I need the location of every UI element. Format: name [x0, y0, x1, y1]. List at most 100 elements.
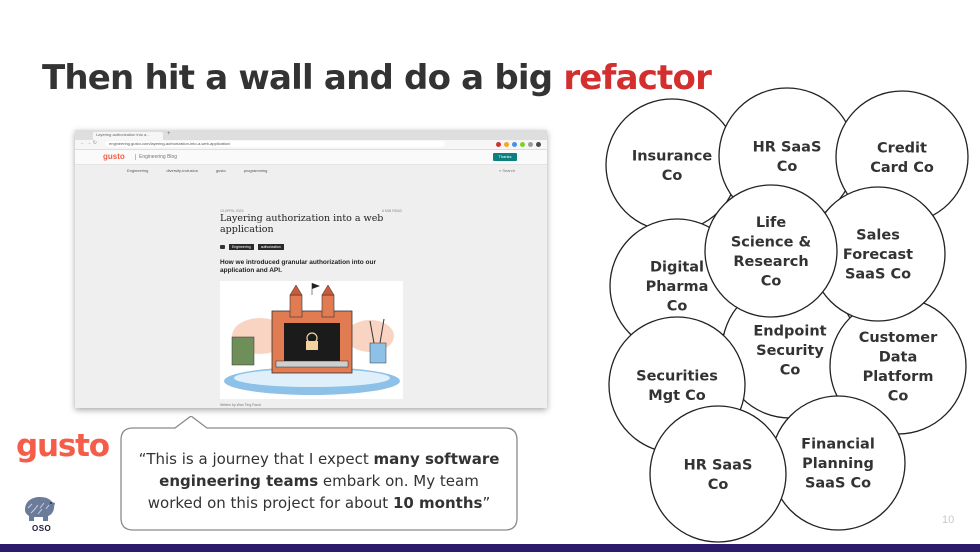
circle-label: Life: [756, 215, 787, 231]
circle-label: Forecast: [843, 247, 913, 263]
circle-label: Insurance: [632, 148, 713, 164]
circle-label: Mgt Co: [648, 388, 705, 404]
post-tag: Engineering: [229, 244, 254, 250]
extension-icon: [528, 142, 533, 147]
tower-roof: [289, 284, 303, 296]
circle-label: Co: [662, 168, 683, 184]
circle-label: Sales: [856, 228, 900, 244]
extension-icon: [504, 142, 509, 147]
blog-nav-item: gusto: [215, 168, 226, 173]
flag-icon: [312, 283, 320, 289]
blog-header-button: Thanks: [493, 153, 517, 161]
circle-label: HR SaaS: [753, 139, 822, 155]
circle-shape: [704, 184, 838, 318]
slide-title: Then hit a wall and do a big refactor: [42, 58, 712, 98]
circle-label: Endpoint: [753, 324, 826, 340]
post-author: Written by Wan Ting Rand: [220, 403, 261, 407]
circle-label: Co: [780, 363, 801, 379]
quote-part: “This is a journey that I expect: [138, 450, 374, 468]
blog-header: gusto Engineering Blog Thanks: [75, 150, 547, 165]
laptop-base: [275, 360, 349, 368]
circle-label: Security: [756, 343, 824, 359]
extension-icon: [496, 142, 501, 147]
post-read-time: 6 MIN READ: [382, 209, 403, 213]
circle-label: Pharma: [646, 279, 709, 295]
blog-search: ⌕ Search: [498, 168, 515, 173]
blog-search-label: Search: [502, 168, 515, 173]
title-prefix: Then hit a wall and do a big: [42, 58, 564, 98]
circle-label: Securities: [636, 368, 718, 384]
quote-bubble: [120, 416, 518, 531]
circle-hr-saas-bottom: HR SaaS Co: [649, 405, 787, 543]
post-subtitle: How we introduced granular authorization…: [220, 259, 376, 274]
circle-label: Planning: [802, 456, 874, 472]
address-bar: engineering.gusto.com/layering-authoriza…: [105, 141, 445, 147]
blog-logo: gusto: [103, 152, 125, 161]
circle-label: SaaS Co: [805, 476, 871, 492]
post-tag: authorization: [257, 244, 284, 250]
gusto-logo: gusto: [16, 428, 110, 464]
blog-nav-item: diversity-inclusion: [166, 168, 198, 173]
bottom-bar: [0, 544, 980, 552]
browser-tab: Layering authorization into a...: [93, 132, 163, 140]
circle-label: Credit: [877, 140, 927, 156]
quote-text: “This is a journey that I expect many so…: [133, 448, 505, 514]
new-tab-icon: +: [167, 131, 171, 137]
circle-label: Co: [708, 477, 729, 493]
oso-logo-text: OSO: [32, 524, 52, 533]
oso-bear-icon: [25, 497, 55, 521]
circle-label: Card Co: [870, 160, 934, 176]
pencil-icon: [379, 318, 385, 344]
title-accent: refactor: [563, 58, 712, 98]
blog-name: Engineering Blog: [135, 154, 177, 160]
quote-part: ”: [482, 494, 491, 512]
post-title: Layering authorization into a web applic…: [220, 213, 384, 235]
lock-icon-body: [306, 341, 318, 350]
browser-toolbar: ← → ↻ engineering.gusto.com/layering-aut…: [75, 140, 547, 150]
quote-part: embark on. My team worked on this projec…: [147, 472, 479, 512]
castle-outline: [271, 310, 353, 374]
tower-roof: [321, 284, 335, 296]
circle-label: Co: [777, 159, 798, 175]
quote-emphasis: 10 months: [392, 494, 483, 512]
tag-icon: [220, 245, 225, 249]
circle-label: Platform: [863, 369, 934, 385]
hero-illustration: [220, 281, 403, 399]
circle-shape: [649, 405, 787, 543]
bag-icon: [231, 336, 255, 366]
post-tags: Engineering authorization: [220, 244, 284, 250]
circle-label: Co: [667, 299, 688, 315]
circle-label: Digital: [650, 260, 704, 276]
blog-subnav: Engineering diversity-inclusion gusto pr…: [75, 165, 547, 175]
circle-label: Co: [761, 273, 782, 289]
circle-label: SaaS Co: [845, 267, 911, 283]
blog-nav-item: Engineering: [127, 168, 149, 173]
circle-label: Customer: [859, 330, 938, 346]
page-number: 10: [942, 514, 955, 526]
pencil-cup-icon: [369, 342, 387, 364]
circle-label: Financial: [801, 437, 875, 453]
circle-label: Data: [879, 349, 918, 365]
extension-icon: [512, 142, 517, 147]
browser-screenshot: Layering authorization into a... + ← → ↻…: [75, 130, 547, 408]
nav-arrows-icon: ← → ↻: [80, 140, 97, 146]
blog-nav-item: programming: [243, 168, 268, 173]
circle-label: Research: [733, 254, 808, 270]
pencil-icon: [369, 320, 375, 344]
extension-icons: [496, 142, 541, 147]
circle-label: HR SaaS: [684, 457, 753, 473]
extension-icon: [520, 142, 525, 147]
extension-icon: [536, 142, 541, 147]
circle-label: Science &: [731, 234, 812, 250]
moat-foam: [234, 369, 390, 387]
post-date: 13 APRIL 2023: [220, 209, 244, 213]
quote-emphasis: many software engineering teams: [159, 450, 500, 490]
browser-tab-strip: Layering authorization into a... +: [75, 130, 547, 140]
circle-label: Co: [888, 388, 909, 404]
